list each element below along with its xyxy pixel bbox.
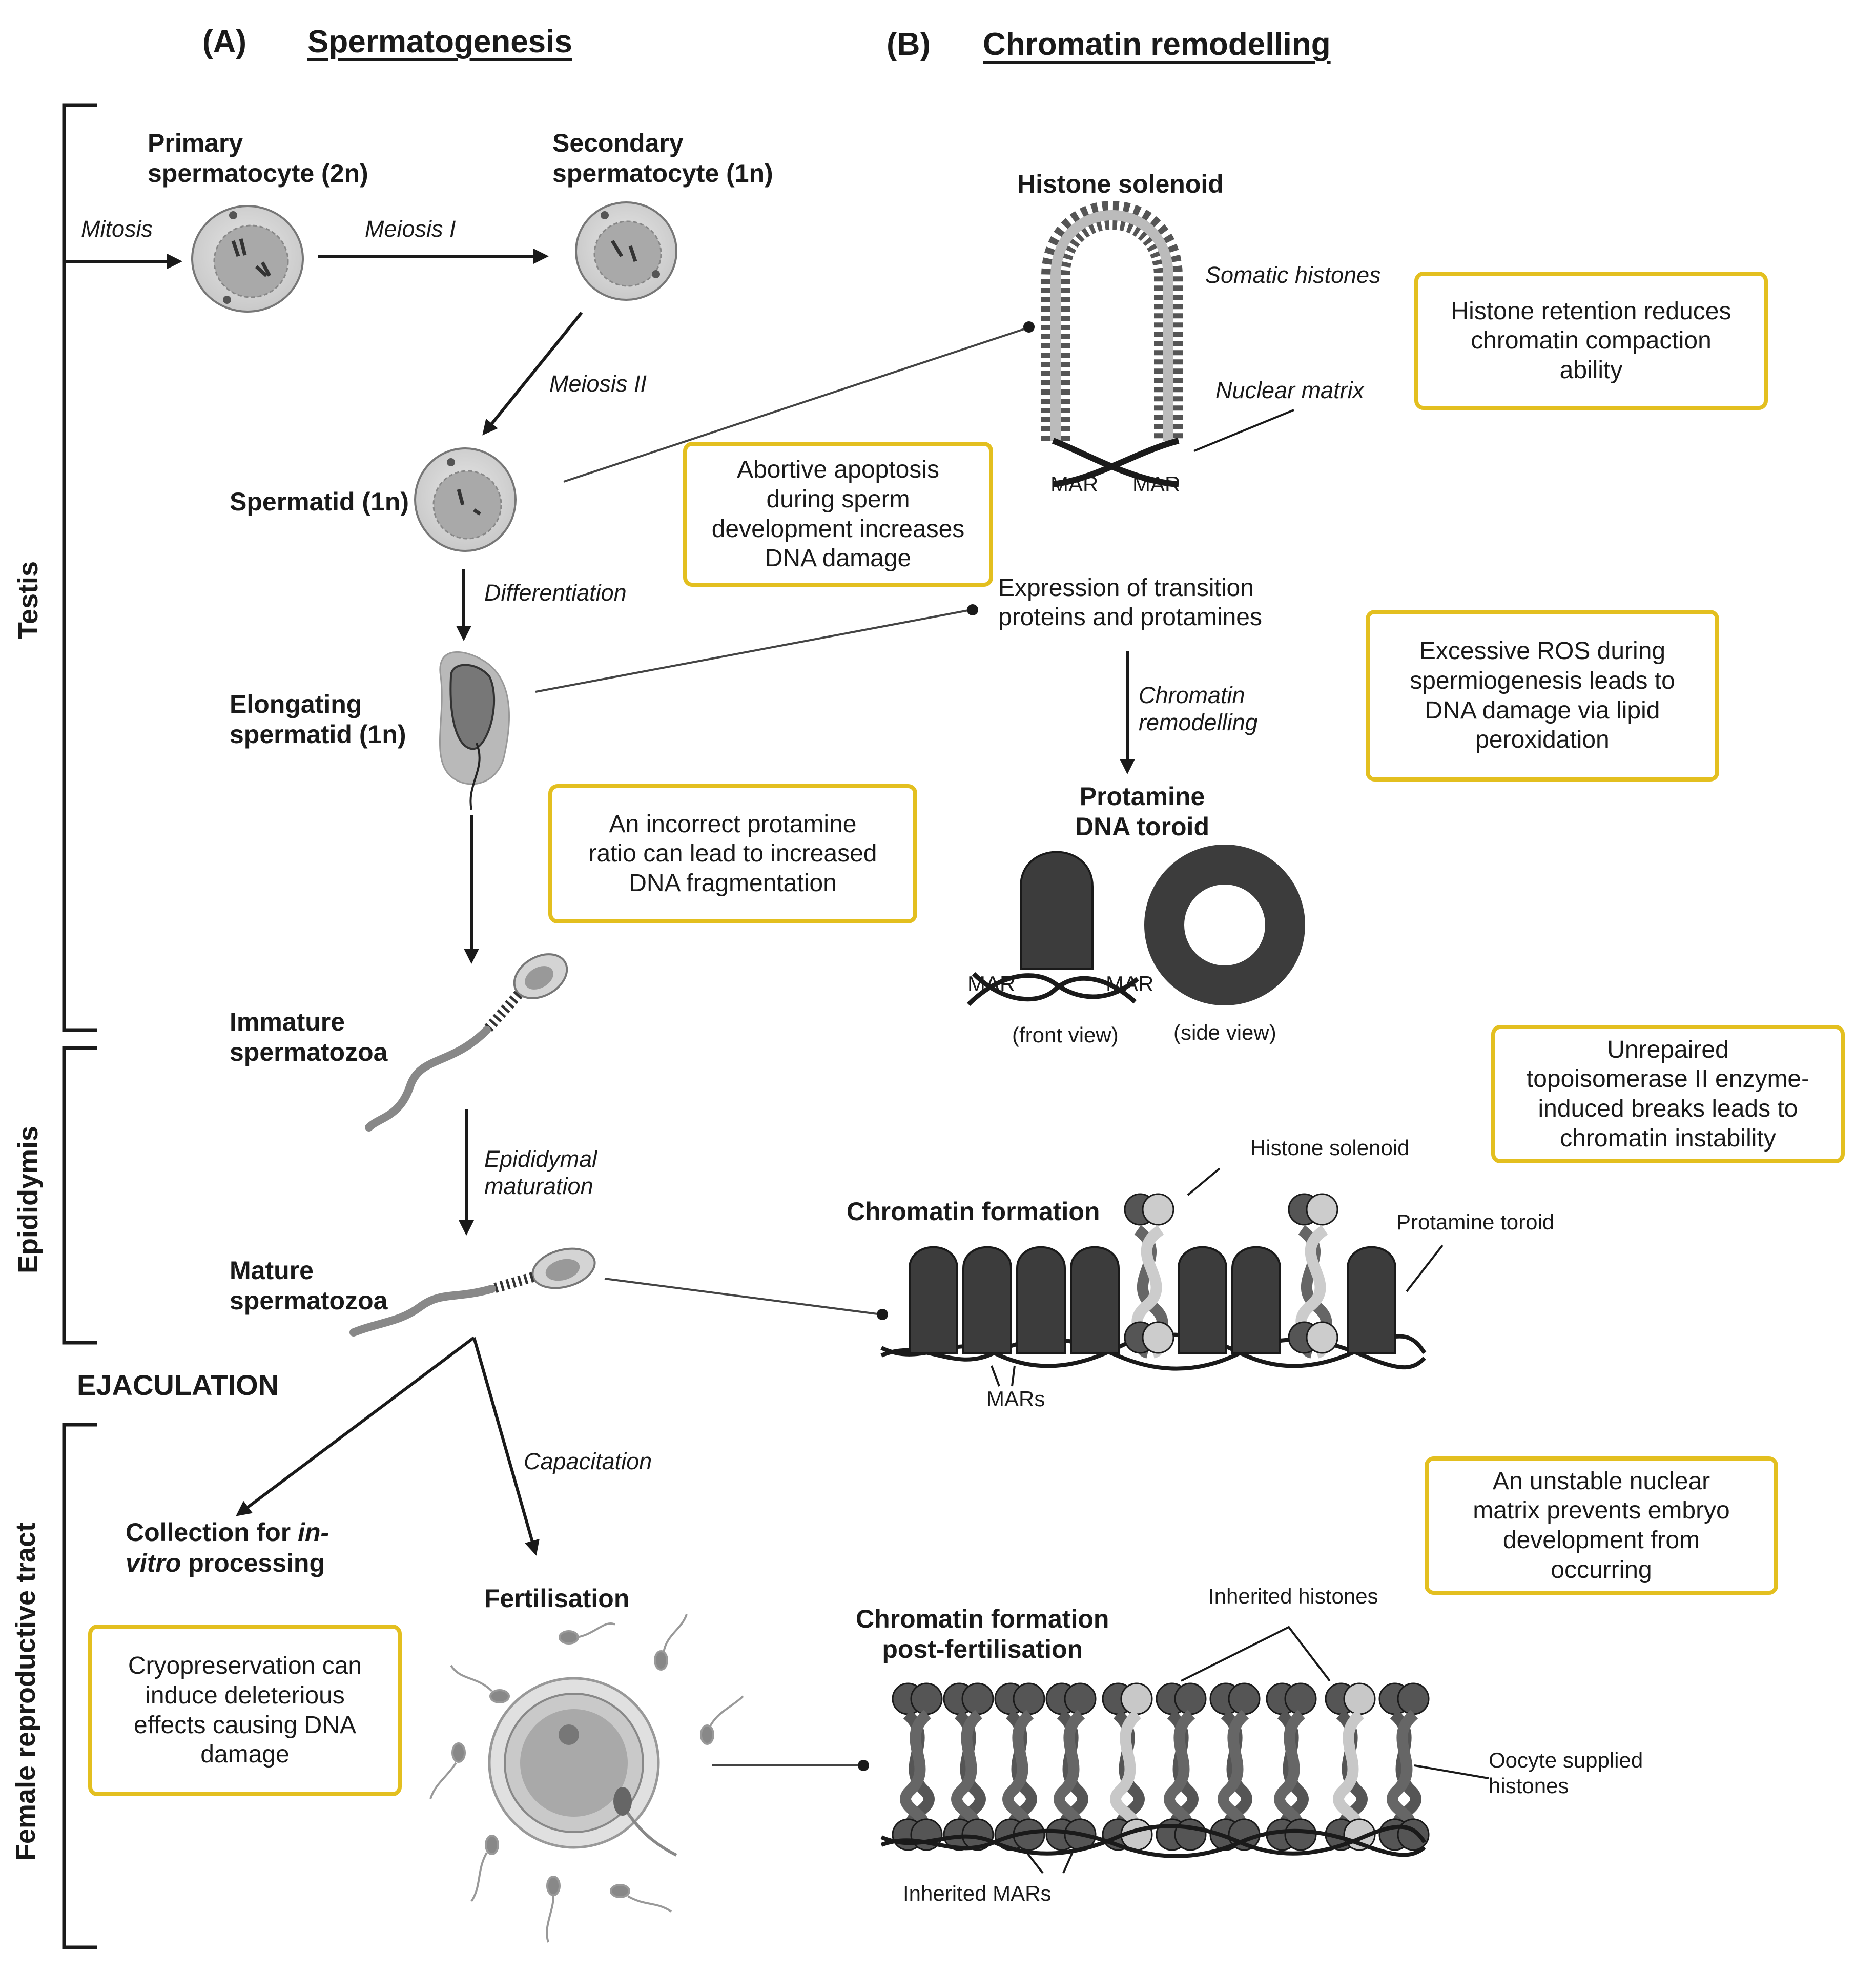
callout-topoisomerase: Unrepaired topoisomerase II enzyme- indu… xyxy=(1491,1025,1845,1163)
elongating-spermatid-label: Elongating spermatid (1n) xyxy=(230,690,406,749)
mar-label-right: MAR xyxy=(1132,472,1181,496)
differentiation-label: Differentiation xyxy=(484,580,627,606)
capacitation-label: Capacitation xyxy=(524,1448,652,1474)
meiosis1-label: Meiosis I xyxy=(365,216,456,242)
oocyte-histone-fibre xyxy=(1045,1682,1097,1851)
connector-elongating xyxy=(535,609,972,693)
immature-spermatozoa xyxy=(365,953,568,1132)
connector-spermatid xyxy=(563,327,1028,483)
histone-solenoid-graphic xyxy=(1041,201,1294,487)
capacitation-arrow xyxy=(472,1337,540,1556)
mar-label-left: MAR xyxy=(1050,472,1099,496)
chromatin-remodelling-label: Chromatin remodelling xyxy=(1139,682,1258,736)
inherited-histones-label: Inherited histones xyxy=(1208,1584,1378,1608)
histone-solenoid-pointer-label: Histone solenoid xyxy=(1250,1136,1410,1160)
side-view-label: (side view) xyxy=(1173,1020,1276,1044)
panel-a-title: Spermatogenesis xyxy=(307,24,572,59)
region-label-epididymis: Epididymis xyxy=(13,1125,44,1274)
collection-text-d: processing xyxy=(181,1549,325,1577)
connector-dot xyxy=(858,1760,869,1771)
toroid-side-view xyxy=(1144,845,1305,1005)
female-tract-bracket xyxy=(62,1423,97,1949)
secondary-spermatocyte-cell xyxy=(575,201,677,301)
post-fertilisation-title: Chromatin formation post-fertilisation xyxy=(856,1605,1109,1663)
protamine-toroid-pointer-label: Protamine toroid xyxy=(1396,1210,1555,1234)
callout-histone-retention: Histone retention reduces chromatin comp… xyxy=(1414,272,1768,410)
oocyte-histone-fibre xyxy=(1209,1682,1261,1851)
post-fertilisation-chromatin-graphic xyxy=(880,1682,1430,1858)
histone-solenoid-title: Histone solenoid xyxy=(1017,170,1224,198)
toroid-mar-left: MAR xyxy=(967,972,1016,996)
panel-b-title: Chromatin remodelling xyxy=(983,27,1331,62)
surrounding-sperm xyxy=(429,1614,744,1943)
collection-label: Collection for in- vitro processing xyxy=(126,1517,329,1578)
fertilisation-label: Fertilisation xyxy=(484,1584,630,1613)
secondary-spermatocyte-label: Secondary spermatocyte (1n) xyxy=(552,129,773,188)
collection-text-c: vitro xyxy=(126,1549,181,1577)
expression-label: Expression of transition proteins and pr… xyxy=(998,574,1262,631)
oocyte-histones-label: Oocyte supplied histones xyxy=(1489,1748,1643,1798)
spermatid-cell xyxy=(414,447,517,552)
callout-cryopreservation: Cryopreservation can induce deleterious … xyxy=(88,1625,402,1796)
region-label-testis: Testis xyxy=(13,561,44,640)
primary-spermatocyte-label: Primary spermatocyte (2n) xyxy=(148,129,368,188)
panel-b-letter: (B) xyxy=(887,27,931,62)
mature-spermatozoa-label: Mature spermatozoa xyxy=(230,1256,388,1315)
callout-protamine-ratio: An incorrect protamine ratio can lead to… xyxy=(548,784,917,923)
collection-arrow xyxy=(236,1336,475,1516)
inherited-histone-fibre xyxy=(1325,1682,1376,1851)
front-view-label: (front view) xyxy=(1012,1023,1119,1047)
oocyte-histone-fibre xyxy=(1266,1682,1317,1851)
ejaculation-label: EJACULATION xyxy=(77,1369,279,1401)
post-fertilisation-pointers xyxy=(1024,1626,1489,1874)
mars-label: MARs xyxy=(986,1387,1045,1411)
immature-spermatozoa-label: Immature spermatozoa xyxy=(230,1008,388,1066)
connector-dot xyxy=(1023,321,1035,333)
chromatin-formation-title: Chromatin formation xyxy=(847,1197,1100,1226)
connector-dot xyxy=(967,604,978,615)
elongating-spermatid-cell xyxy=(439,651,510,810)
connector-mature xyxy=(604,1278,882,1316)
chromatin-formation-graphic xyxy=(880,1167,1444,1387)
oocyte-histone-fibre xyxy=(892,1682,943,1851)
mature-spermatozoa xyxy=(349,1247,596,1337)
oocyte-histone-fibre xyxy=(994,1682,1045,1851)
meiosis2-label: Meiosis II xyxy=(549,371,647,397)
primary-spermatocyte-cell xyxy=(191,205,304,313)
somatic-histones-label: Somatic histones xyxy=(1205,262,1381,288)
inherited-histone-fibre xyxy=(1102,1682,1153,1851)
collection-text-a: Collection for xyxy=(126,1518,298,1547)
callout-nuclear-matrix: An unstable nuclear matrix prevents embr… xyxy=(1425,1456,1778,1595)
inherited-mars-label: Inherited MARs xyxy=(903,1881,1052,1905)
spermatid-label: Spermatid (1n) xyxy=(230,487,409,516)
collection-text-b: in- xyxy=(298,1518,329,1547)
testis-bracket xyxy=(62,103,97,1032)
toroid-front-view xyxy=(966,851,1139,1006)
epididymal-maturation-label: Epididymal maturation xyxy=(484,1146,597,1200)
mitosis-label: Mitosis xyxy=(81,216,153,242)
epididymis-bracket xyxy=(62,1046,97,1345)
fertilisation-oocyte xyxy=(488,1677,677,1857)
connector-dot xyxy=(877,1309,888,1320)
callout-abortive-apoptosis: Abortive apoptosis during sperm developm… xyxy=(683,442,993,587)
toroid-mar-right: MAR xyxy=(1106,972,1154,996)
panel-a-letter: (A) xyxy=(202,24,247,59)
meiosis2-arrow xyxy=(482,312,583,436)
nuclear-matrix-label: Nuclear matrix xyxy=(1215,377,1365,403)
protamine-toroid-title: Protamine DNA toroid xyxy=(1075,782,1209,841)
region-label-female-tract: Female reproductive tract xyxy=(10,1522,41,1861)
oocyte-histone-fibre xyxy=(943,1682,994,1851)
callout-excessive-ros: Excessive ROS during spermiogenesis lead… xyxy=(1366,610,1719,782)
